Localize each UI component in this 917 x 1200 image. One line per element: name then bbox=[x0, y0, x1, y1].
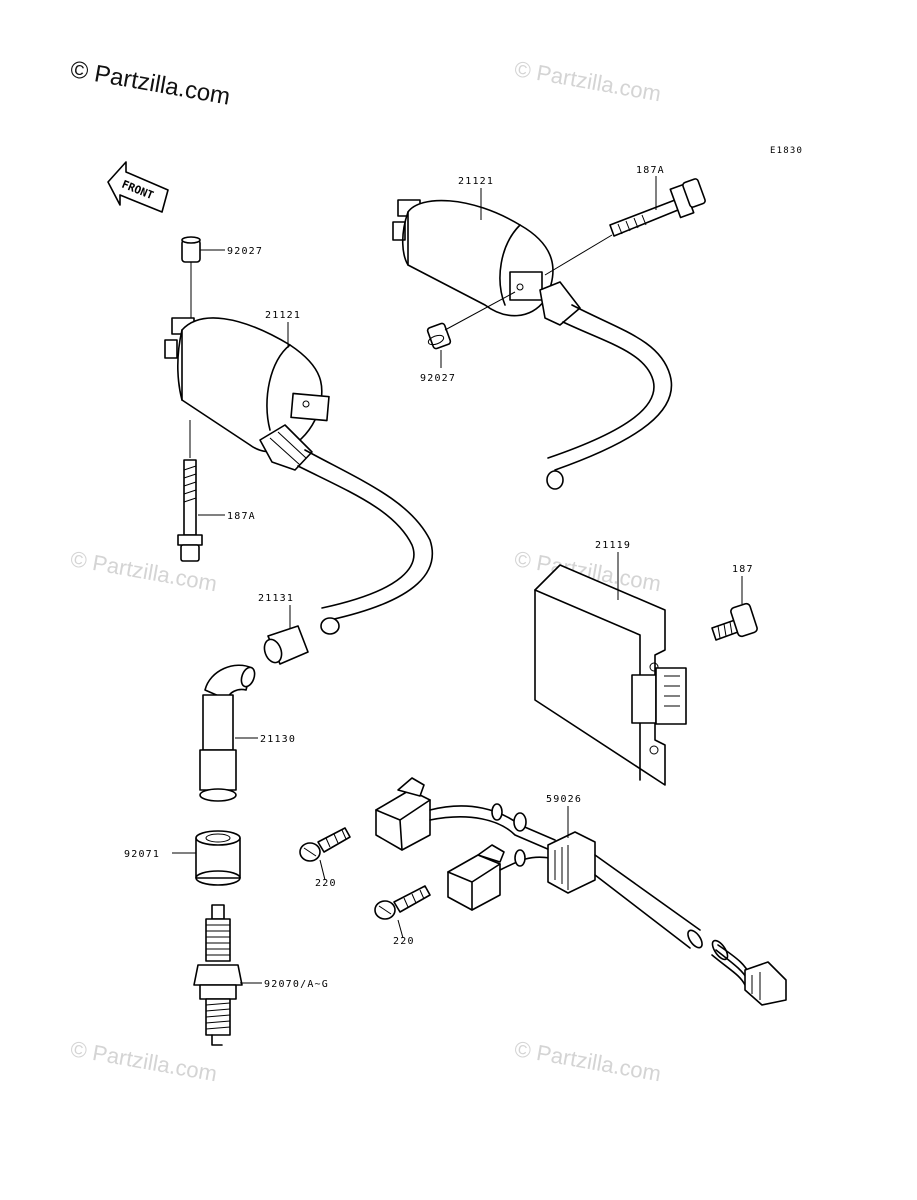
label-92027-right: 92027 bbox=[420, 373, 456, 384]
label-21121-left: 21121 bbox=[265, 310, 301, 321]
ignition-coil-right bbox=[392, 176, 706, 490]
label-220-a: 220 bbox=[315, 878, 337, 889]
front-arrow-icon: FRONT bbox=[107, 161, 169, 213]
label-92071: 92071 bbox=[124, 849, 160, 860]
pickup-coil-59026 bbox=[375, 777, 787, 1006]
spark-plug-92070 bbox=[193, 904, 262, 1046]
igniter-21119 bbox=[534, 552, 687, 786]
label-21121-right: 21121 bbox=[458, 176, 494, 187]
label-187A-left: 187A bbox=[227, 511, 256, 522]
label-92070: 92070/A~G bbox=[264, 979, 329, 990]
label-92027-top: 92027 bbox=[227, 246, 263, 257]
cap-21131 bbox=[263, 605, 309, 665]
label-187A-right: 187A bbox=[636, 165, 665, 176]
ignition-coil-left bbox=[164, 236, 434, 635]
label-21119: 21119 bbox=[595, 540, 631, 551]
screw-220-upper bbox=[299, 827, 351, 881]
label-21131: 21131 bbox=[258, 593, 294, 604]
label-220-b: 220 bbox=[393, 936, 415, 947]
label-21130: 21130 bbox=[260, 734, 296, 745]
label-59026: 59026 bbox=[546, 794, 582, 805]
bolt-187 bbox=[711, 576, 758, 641]
seal-92071 bbox=[172, 830, 241, 886]
label-187: 187 bbox=[732, 564, 754, 575]
plug-cap-21130 bbox=[199, 664, 258, 802]
diagram-code: E1830 bbox=[770, 146, 803, 156]
screw-220-lower bbox=[374, 885, 431, 939]
